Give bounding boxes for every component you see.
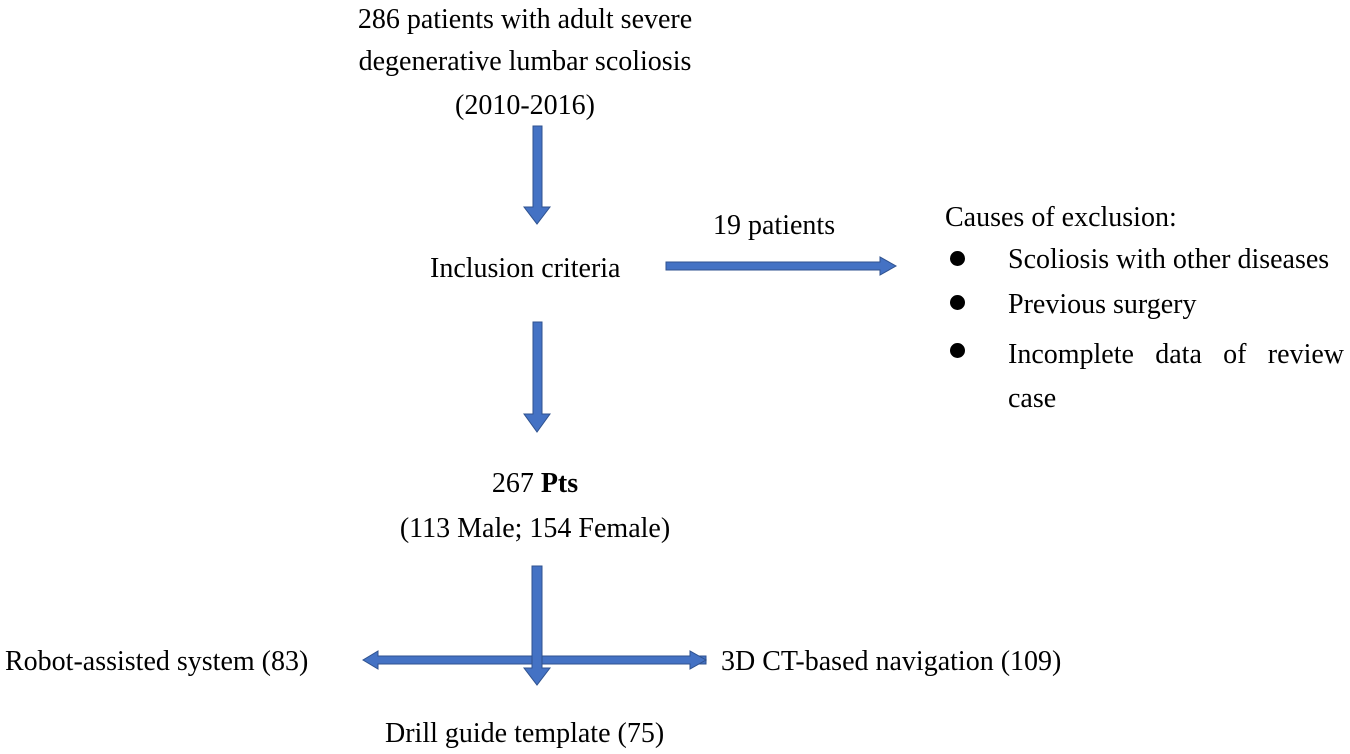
group-robot-assisted: Robot-assisted system (83) [5, 646, 309, 677]
group-drill-guide: Drill guide template (75) [385, 718, 665, 749]
exclusion-item: Scoliosis with other diseases [1008, 244, 1330, 275]
excluded-count: 19 patients [713, 210, 836, 241]
exclusion-item: Incomplete data of review [1008, 339, 1344, 370]
group-3d-ct-navigation: 3D CT-based navigation (109) [721, 646, 1062, 677]
pts-breakdown: (113 Male; 154 Female) [399, 513, 671, 544]
pts-count: 267 Pts [380, 470, 690, 498]
inclusion-criteria: Inclusion criteria [430, 253, 621, 284]
bullet-icon [950, 251, 965, 266]
exclusion-item: Previous surgery [1008, 289, 1197, 320]
exclusion-item-continued: case [1008, 383, 1057, 414]
bullet-icon [950, 295, 965, 310]
bullet-icon [950, 343, 965, 358]
pts-label: Pts [540, 468, 579, 499]
arrow-down-1 [522, 125, 552, 225]
pts-number: 267 [491, 468, 534, 499]
exclusion-heading: Causes of exclusion: [945, 202, 1177, 233]
start-line-3: (2010-2016) [455, 90, 595, 121]
arrow-down-2 [523, 321, 551, 433]
start-line-2: degenerative lumbar scoliosis [358, 46, 692, 77]
start-line-1: 286 patients with adult severe [357, 4, 693, 35]
arrow-right-exclusion [665, 256, 898, 276]
arrow-right-navigation [539, 650, 708, 670]
arrow-down-3 [522, 565, 552, 686]
